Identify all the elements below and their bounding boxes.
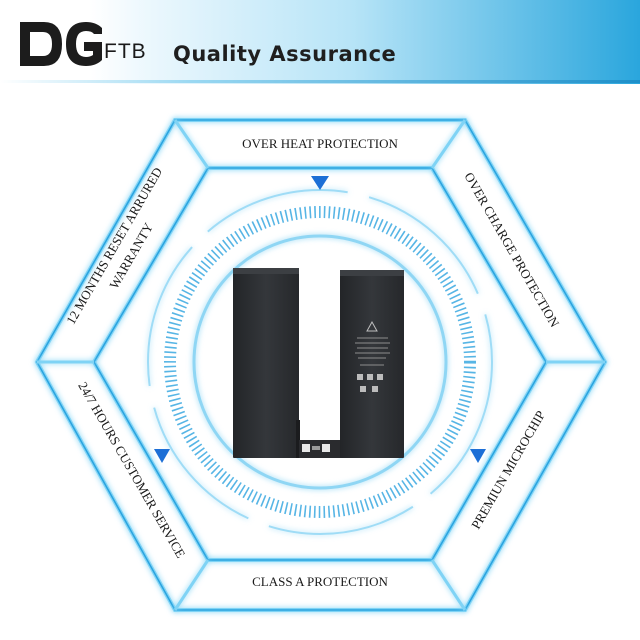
warning-icon (366, 320, 378, 332)
inner-hexagon (91, 166, 549, 562)
brand-name: FTB (104, 40, 147, 63)
battery-label-text (355, 337, 390, 366)
header-banner (0, 0, 640, 84)
battery-left (233, 268, 300, 458)
feature-top-label: OVER HEAT PROTECTION (242, 136, 398, 151)
certification-marks (357, 374, 383, 392)
inner-ring (192, 234, 448, 490)
hexagon-spokes (37, 119, 605, 611)
battery-pair-image (233, 268, 404, 458)
feature-bottom-label: CLASS A PROTECTION (252, 574, 388, 589)
battery-right (340, 270, 404, 458)
arrow-marker-top (311, 176, 329, 190)
brand-logo (20, 22, 102, 66)
arrow-marker-right (470, 449, 486, 463)
battery-connector (299, 440, 341, 458)
header-divider (0, 80, 640, 83)
quality-hexagon-diagram: OVER HEAT PROTECTION CLASS A PROTECTION … (34, 118, 608, 612)
feature-upper-left-label-line1: 12 MONTHS RESET ARRURED (63, 165, 165, 327)
tick-ring (164, 206, 476, 518)
outer-hexagon (34, 118, 608, 612)
page-tagline: Quality Assurance (173, 42, 397, 66)
arrow-marker-left (154, 449, 170, 463)
outer-ring (147, 189, 493, 535)
